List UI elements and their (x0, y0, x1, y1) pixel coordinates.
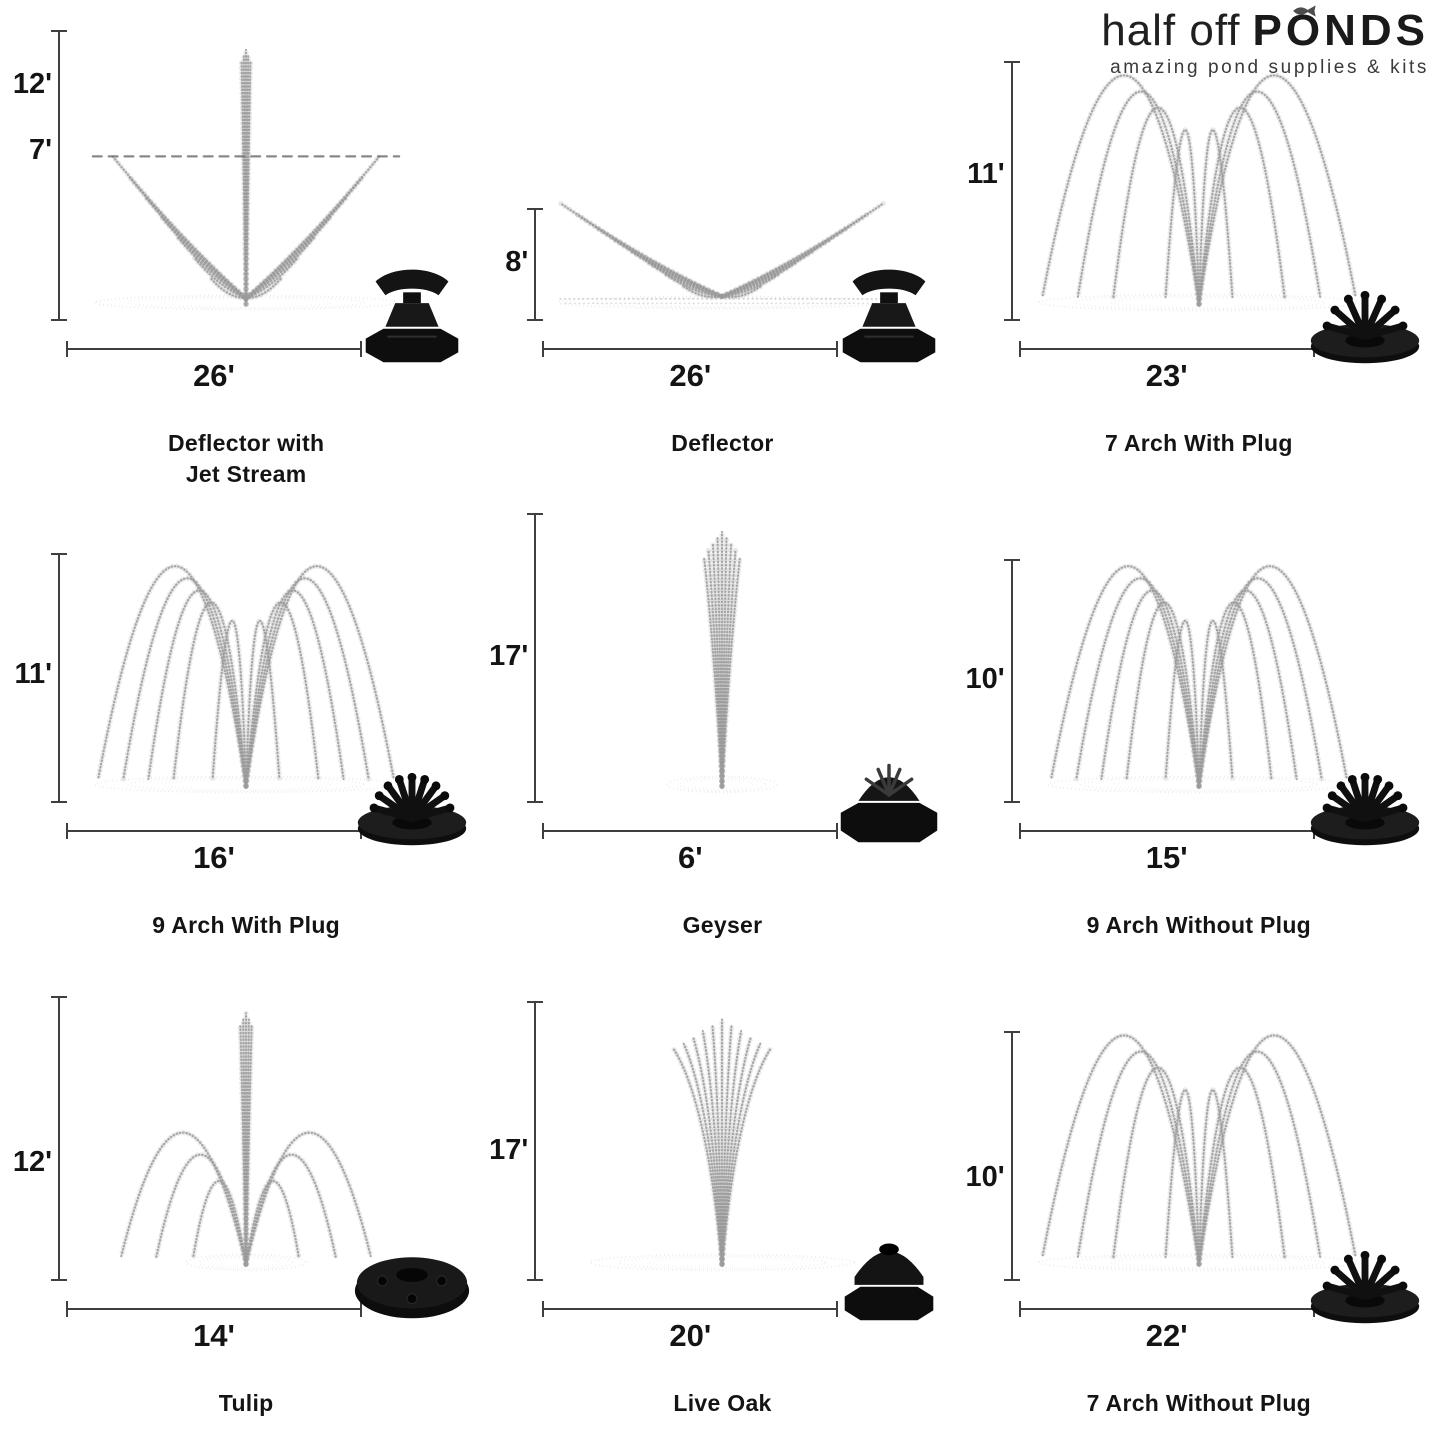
fish-icon (1293, 5, 1316, 17)
deflector-nozzle-image (348, 256, 476, 370)
fountain-cell-live-oak: 17' 20' Live Oak (484, 966, 960, 1448)
height-dimension-line (1003, 1031, 1020, 1281)
width-label: 26' (193, 358, 235, 393)
spray-pattern-illustration (118, 1010, 374, 1272)
multi-jet-nozzle-image (1301, 256, 1429, 370)
width-dimension-line (66, 1301, 362, 1317)
height-dimension-line (51, 30, 67, 321)
figure: 17' 20' (488, 966, 956, 1386)
height-label: 10' (965, 1161, 1005, 1193)
spray-pattern-illustration (91, 47, 401, 311)
fountain-name: Geyser (682, 912, 763, 938)
spray-pattern-illustration (666, 529, 778, 794)
width-label: 23' (1145, 358, 1188, 393)
spray-pattern-illustration (589, 1016, 856, 1272)
fountain-cell-geyser: 17' 6' Geyser (484, 488, 960, 966)
width-dimension-line (66, 823, 362, 839)
figure: 8' 26' (488, 6, 956, 426)
width-dimension-line (542, 823, 839, 839)
fountain-cell-deflector: 8' 26' Deflector (484, 6, 960, 488)
brand-name-light: half off (1101, 6, 1241, 55)
height-label: 17' (489, 1134, 529, 1166)
height-label: 10' (965, 663, 1005, 695)
fountain-cell-7-arch-without-plug: 10' 22' 7 Arch Without Plug (961, 966, 1437, 1448)
spray-pattern-illustration (1037, 72, 1360, 312)
spray-pattern-illustration (94, 563, 398, 794)
height-secondary-label: 7' (28, 134, 52, 166)
fountain-cell-tulip: 12' 14' Tulip (8, 966, 484, 1448)
figure: 10' 15' (965, 488, 1433, 908)
spray-pattern-illustration (1037, 1032, 1360, 1272)
figure: 17' 6' (488, 488, 956, 908)
height-dimension-line (1003, 559, 1020, 803)
height-label: 11' (14, 658, 52, 690)
fountain-cell-9-arch-with-plug: 11' 16' 9 Arch With Plug (8, 488, 484, 966)
width-dimension-line (66, 341, 362, 357)
width-label: 6' (678, 840, 703, 875)
height-dimension-line (527, 208, 544, 321)
height-label: 8' (505, 246, 529, 278)
figure: 11' 16' (12, 488, 480, 908)
figure: 10' 22' (965, 966, 1433, 1386)
height-dimension-line (51, 553, 67, 803)
fountain-name: 9 Arch Without Plug (1086, 912, 1312, 938)
height-dimension-line (527, 513, 544, 803)
width-label: 15' (1145, 840, 1188, 875)
brand-tagline: amazing pond supplies & kits (1110, 57, 1429, 79)
height-dimension-line (527, 1001, 544, 1281)
width-dimension-line (542, 341, 839, 357)
figure: 12' 14' (12, 966, 480, 1386)
width-dimension-line (1018, 823, 1315, 839)
height-label: 12' (12, 68, 52, 100)
width-label: 26' (669, 358, 712, 393)
multi-jet-nozzle-image (1301, 1216, 1429, 1330)
fountain-name: 9 Arch With Plug (152, 912, 341, 938)
width-label: 14' (193, 1318, 235, 1353)
width-label: 20' (669, 1318, 712, 1353)
width-dimension-line (1018, 1301, 1315, 1317)
height-dimension-line (51, 996, 67, 1281)
deflector-nozzle-image (825, 256, 953, 370)
multi-jet-nozzle-image (1301, 738, 1429, 852)
fountain-name: 7 Arch Without Plug (1086, 1390, 1312, 1416)
figure: 11' 23' (965, 6, 1433, 426)
fountain-name: 7 Arch With Plug (1104, 430, 1293, 456)
figure: 12' 7' 26' (12, 6, 480, 426)
geyser-nozzle-image (825, 738, 953, 852)
width-label: 16' (193, 840, 235, 875)
height-label: 17' (489, 640, 529, 672)
fountain-name: Tulip (218, 1390, 274, 1416)
fountain-name: Deflector (671, 430, 774, 456)
width-dimension-line (1018, 341, 1315, 357)
tulip-nozzle-image (348, 1216, 476, 1330)
multi-jet-nozzle-image (348, 738, 476, 852)
width-label: 22' (1145, 1318, 1188, 1353)
fountain-cell-7-arch-with-plug: 11' 23' 7 Arch With Plug (961, 6, 1437, 488)
spray-pattern-illustration (557, 200, 887, 310)
height-dimension-line (1003, 61, 1020, 321)
fountain-name: Live Oak (673, 1390, 772, 1416)
fountain-cell-9-arch-without-plug: 10' 15' 9 Arch Without Plug (961, 488, 1437, 966)
width-dimension-line (542, 1301, 839, 1317)
height-label: 12' (12, 1146, 52, 1178)
live-oak-nozzle-image (825, 1216, 953, 1330)
brand-name-bold: PONDS (1252, 6, 1429, 55)
height-label: 11' (967, 158, 1005, 190)
spray-pattern-illustration (1046, 563, 1351, 794)
